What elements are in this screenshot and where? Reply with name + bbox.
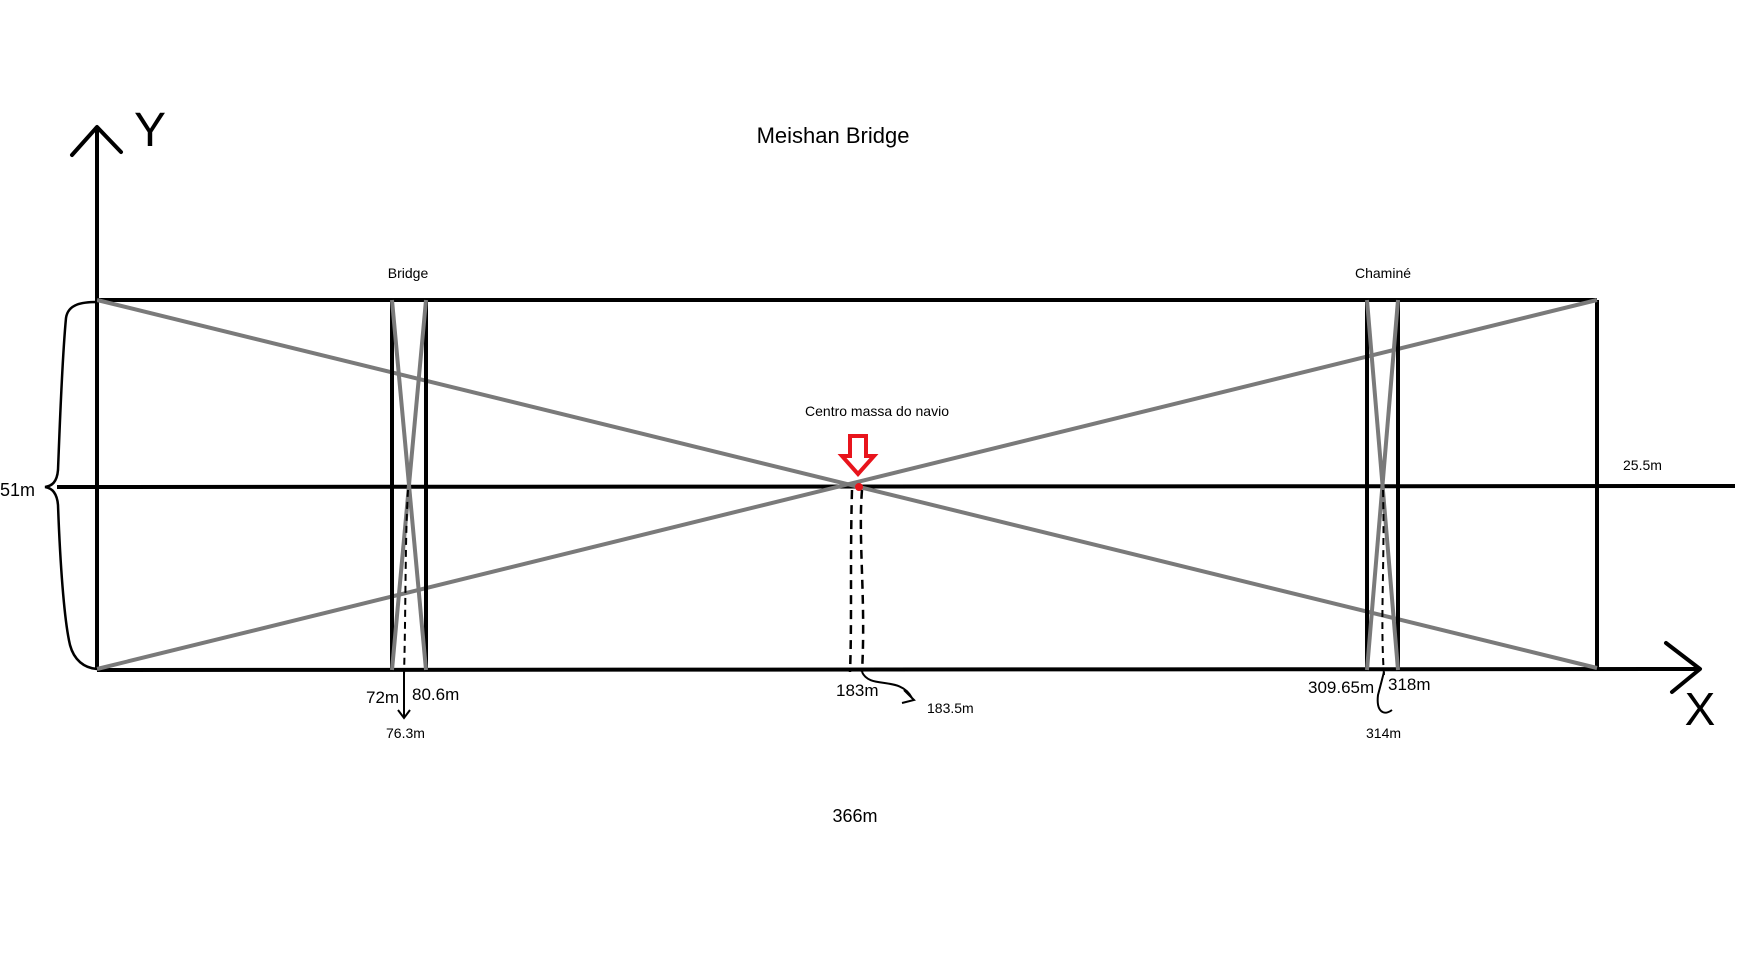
x-axis-label: X: [1685, 683, 1716, 735]
center-x-label: 183m: [836, 681, 879, 700]
bridge-start-label: 72m: [366, 688, 399, 707]
bridge-end-label: 80.6m: [412, 685, 459, 704]
height-brace: [44, 300, 98, 671]
bridge-center-label: 76.3m: [386, 725, 425, 741]
x-axis-arrowhead-icon: [1664, 641, 1702, 694]
centerline: [56, 484, 1736, 489]
y-axis-label: Y: [134, 104, 166, 157]
chimney-label: Chaminé: [1355, 265, 1411, 281]
chimney-start-label: 309.65m: [1308, 678, 1374, 697]
y-axis: Y: [70, 104, 166, 670]
chimney-center-label: 314m: [1366, 725, 1401, 741]
total-length-label: 366m: [832, 806, 877, 826]
center-of-mass-offset-arrow-icon: [861, 671, 916, 704]
bridge-center-arrow-icon: [397, 672, 411, 720]
y-axis-arrowhead-icon: [70, 125, 123, 157]
chimney-end-label: 318m: [1388, 675, 1431, 694]
bridge-label: Bridge: [388, 265, 429, 281]
chimney-center-arrow-icon: [1376, 671, 1393, 714]
half-height-label: 25.5m: [1623, 457, 1662, 473]
diagonals: [96, 298, 1598, 671]
center-of-mass: Centro massa do navio: [805, 403, 949, 704]
x-axis: X: [96, 641, 1716, 735]
center-of-mass-arrow-icon: [837, 434, 879, 478]
bridge-structure: Bridge: [388, 265, 429, 720]
center-x-alt-label: 183.5m: [927, 700, 974, 716]
chimney-structure: Chaminé: [1355, 265, 1411, 714]
center-of-mass-label: Centro massa do navio: [805, 403, 949, 419]
center-of-mass-marker: [855, 483, 863, 491]
height-label: 51m: [0, 480, 35, 500]
diagram-title: Meishan Bridge: [757, 123, 910, 148]
